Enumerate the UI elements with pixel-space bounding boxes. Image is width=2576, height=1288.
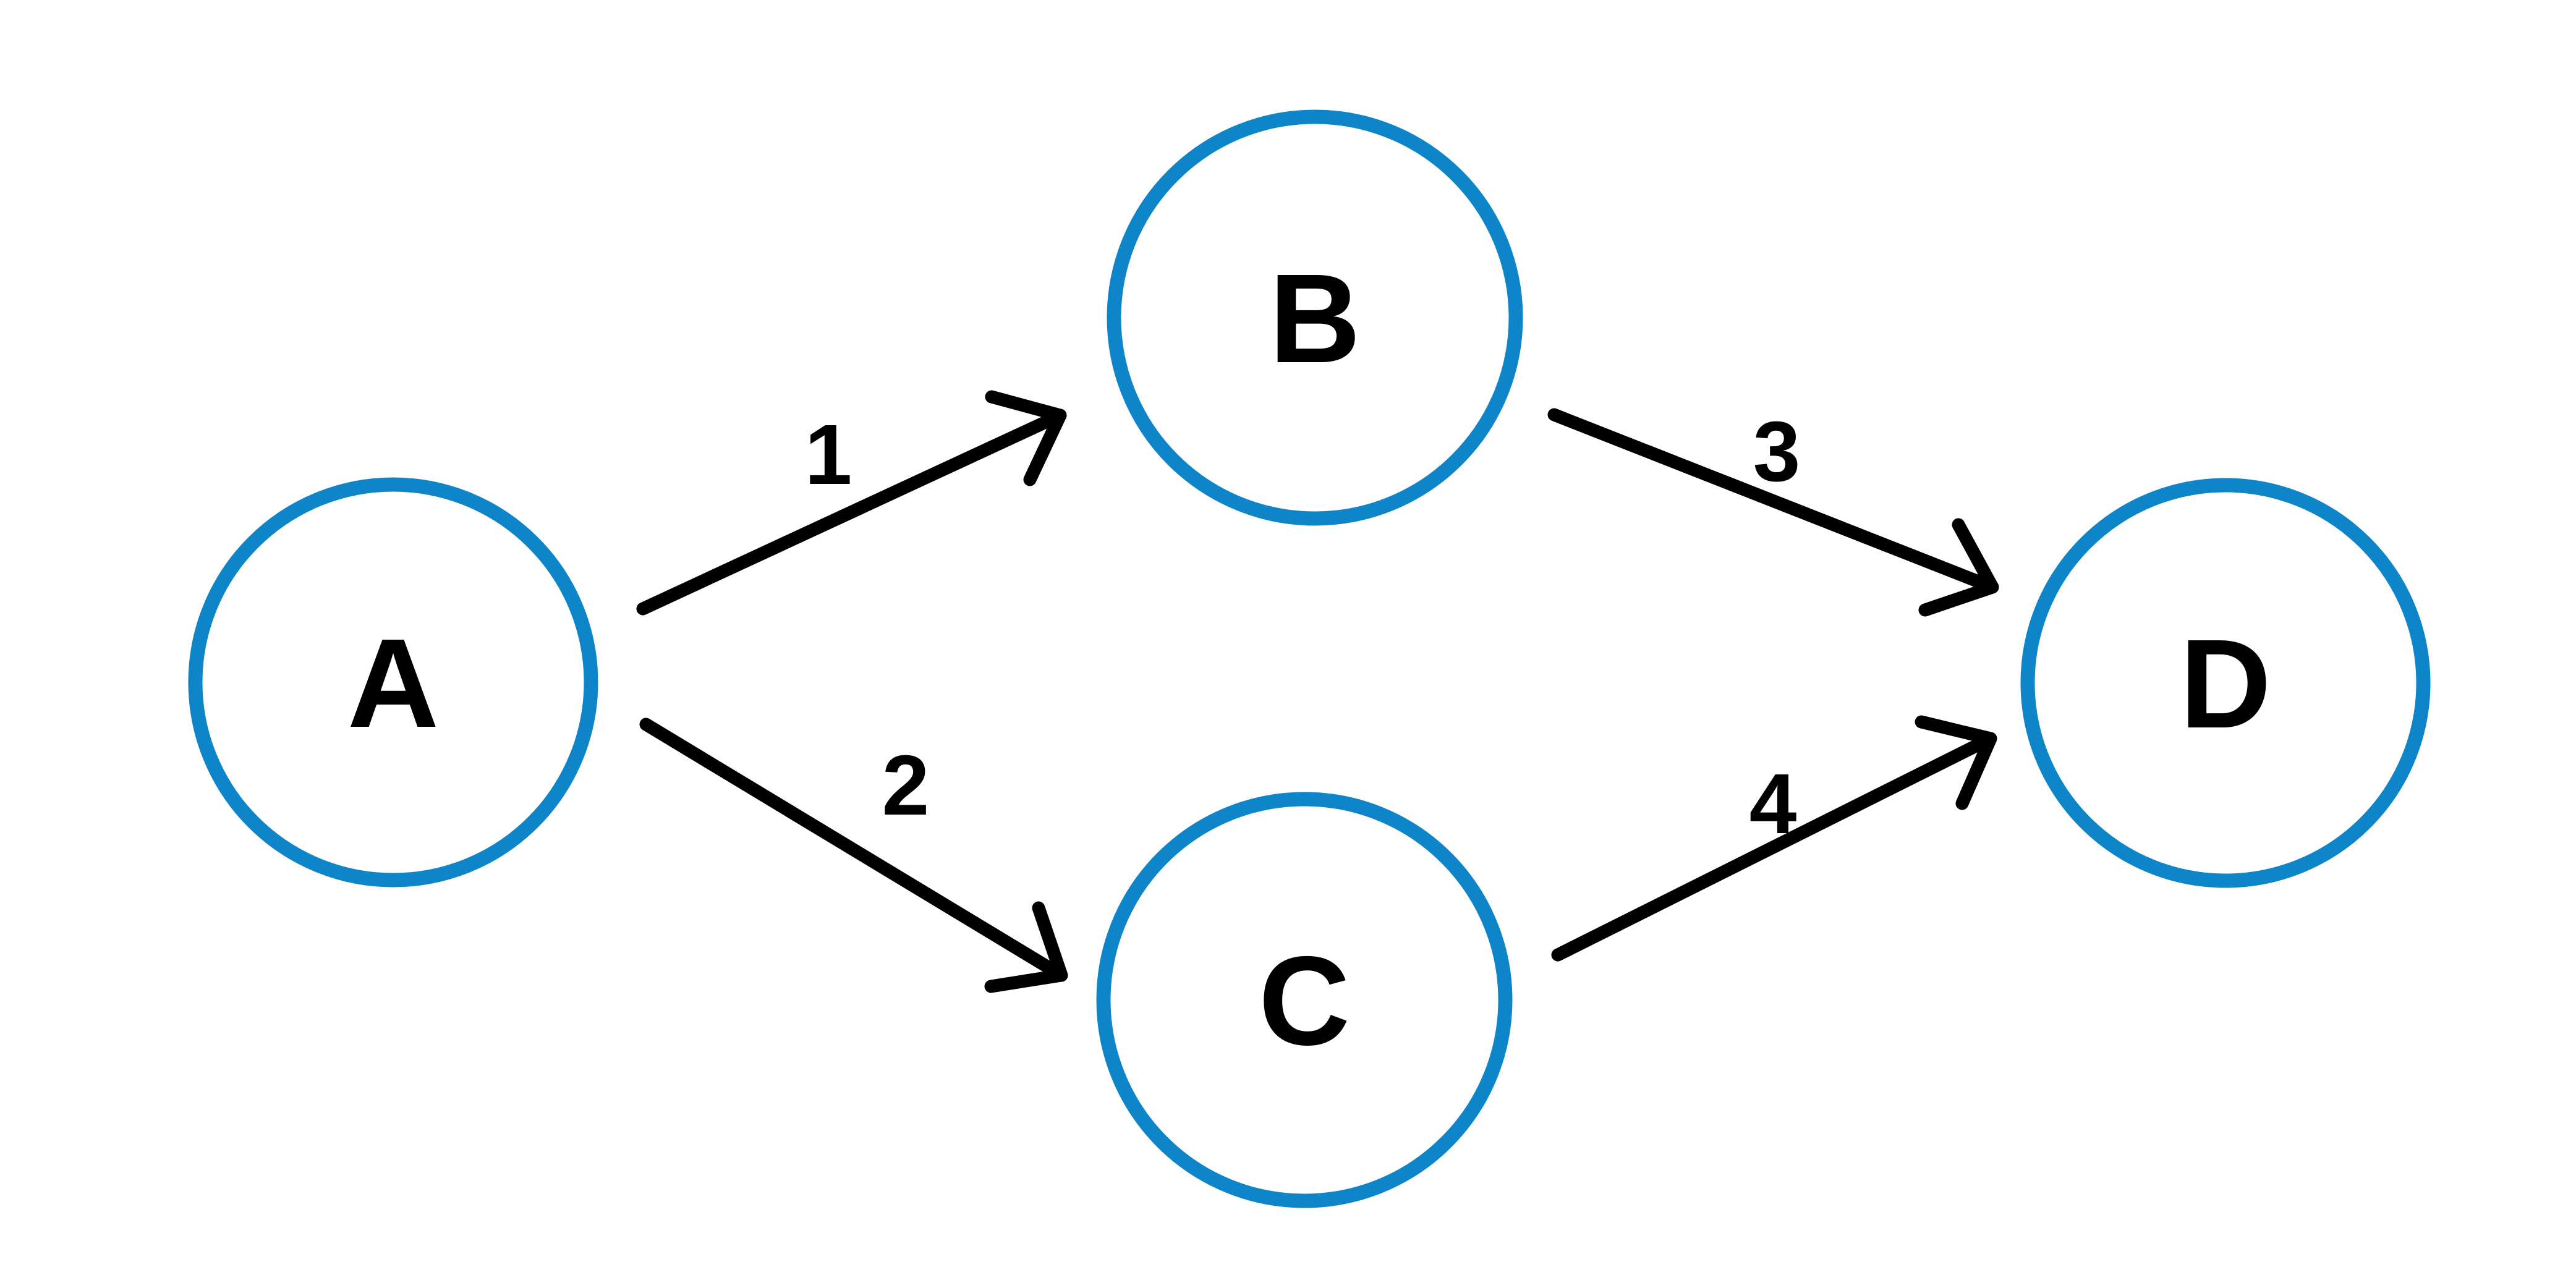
- node-d: D: [2020, 478, 2431, 888]
- node-c: C: [1096, 792, 1513, 1208]
- node-b: B: [1107, 109, 1523, 526]
- node-c-label: C: [1259, 930, 1350, 1072]
- edge-a-b: 1: [636, 390, 1067, 616]
- edge-a-c-line: [639, 718, 1068, 982]
- edge-b-d-arrowhead: [1918, 518, 1999, 617]
- edge-a-c: 2: [639, 718, 1068, 993]
- edge-a-b-arrowhead: [985, 390, 1067, 486]
- edge-b-d-label: 3: [1753, 404, 1801, 499]
- edge-c-d-line: [1551, 732, 1997, 962]
- edge-a-b-label: 1: [805, 407, 852, 502]
- edge-a-c-label: 2: [882, 738, 930, 833]
- edge-c-d-label: 4: [1749, 756, 1797, 852]
- node-b-circle: [1107, 109, 1523, 526]
- node-c-circle: [1096, 792, 1513, 1208]
- node-a: A: [188, 477, 598, 888]
- node-b-label: B: [1269, 248, 1361, 389]
- edge-c-d-arrowhead: [1915, 715, 1997, 810]
- node-a-circle: [188, 477, 598, 888]
- edge-a-b-line: [636, 409, 1067, 616]
- edge-b-d: 3: [1547, 404, 1999, 617]
- node-d-label: D: [2180, 613, 2271, 755]
- edge-b-d-line: [1547, 408, 1999, 594]
- edge-c-d: 4: [1551, 715, 1997, 962]
- node-a-label: A: [347, 612, 439, 754]
- node-d-circle: [2020, 478, 2431, 888]
- edge-a-c-arrowhead: [984, 901, 1068, 993]
